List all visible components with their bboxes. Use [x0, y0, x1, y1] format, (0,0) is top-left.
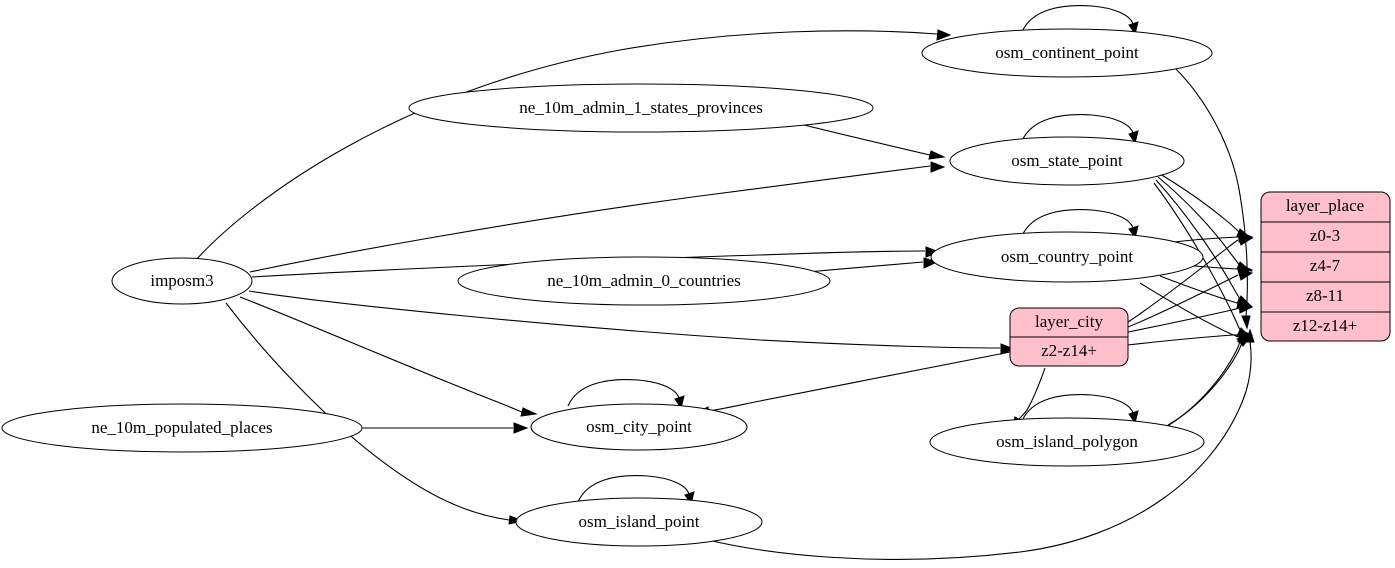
- node-osm-country-point-shape[interactable]: [930, 231, 1204, 283]
- edge-imposm3-to-osm-city-point: [239, 296, 538, 417]
- node-imposm3-shape[interactable]: [111, 257, 253, 305]
- edge-layer-city-to-osm-city-point: [693, 351, 1011, 417]
- edge-imposm3-to-layer-city: [248, 290, 1016, 355]
- node-osm-continent-point-label: osm_continent_point: [995, 43, 1139, 62]
- edge-osm-state-point-self-loop: [1021, 114, 1139, 145]
- edge-imposm3-to-osm-continent-point: [195, 29, 952, 261]
- node-ne-states-shape[interactable]: [408, 83, 874, 133]
- node-ne-10m-admin-0-countries[interactable]: ne_10m_admin_0_countries: [457, 256, 831, 306]
- node-layer: imposm3 ne_10m_admin_1_states_provinces …: [1, 28, 1391, 547]
- node-osm-country-point-label: osm_country_point: [1001, 247, 1133, 266]
- layer-city-row-z2-z14[interactable]: z2-z14+: [1041, 341, 1097, 360]
- layer-city-title: layer_city: [1035, 312, 1103, 331]
- node-osm-island-polygon[interactable]: osm_island_polygon: [929, 417, 1205, 467]
- node-osm-state-point-label: osm_state_point: [1011, 151, 1123, 170]
- edge-ne-states-to-osm-state-point: [799, 123, 946, 160]
- node-ne-populated-label: ne_10m_populated_places: [91, 418, 272, 437]
- node-ne-countries-label: ne_10m_admin_0_countries: [547, 271, 741, 290]
- edge-osm-continent-point-self-loop: [1021, 5, 1139, 36]
- edge-osm-city-point-self-loop: [567, 379, 685, 410]
- node-osm-continent-point-shape[interactable]: [921, 28, 1213, 78]
- edge-layer-city-to-layer-place-z0: [1127, 235, 1254, 323]
- node-osm-continent-point[interactable]: osm_continent_point: [921, 28, 1213, 78]
- edge-osm-island-polygon-self-loop: [1021, 394, 1139, 425]
- edge-osm-continent-point-to-layer-place-z12: [1174, 67, 1251, 330]
- node-osm-island-point[interactable]: osm_island_point: [515, 497, 763, 547]
- node-ne-countries-shape[interactable]: [457, 256, 831, 306]
- layer-place-row-z8-11[interactable]: z8-11: [1306, 286, 1344, 305]
- node-osm-city-point-shape[interactable]: [530, 403, 748, 451]
- node-ne-10m-admin-1-states-provinces[interactable]: ne_10m_admin_1_states_provinces: [408, 83, 874, 133]
- node-osm-island-point-label: osm_island_point: [579, 512, 700, 531]
- node-osm-city-point-label: osm_city_point: [586, 417, 692, 436]
- node-osm-city-point[interactable]: osm_city_point: [530, 403, 748, 451]
- node-osm-state-point[interactable]: osm_state_point: [949, 136, 1185, 186]
- edge-layer-city-to-layer-place-z4: [1127, 269, 1254, 328]
- node-osm-country-point[interactable]: osm_country_point: [930, 231, 1204, 283]
- edge-imposm3-to-osm-state-point: [249, 161, 946, 273]
- node-layer-place[interactable]: layer_place z0-3 z4-7 z8-11 z12-z14+: [1260, 191, 1391, 342]
- node-osm-island-point-shape[interactable]: [515, 497, 763, 547]
- layer-place-title: layer_place: [1286, 196, 1364, 215]
- node-layer-city[interactable]: layer_city z2-z14+: [1009, 307, 1129, 367]
- node-osm-state-point-shape[interactable]: [949, 136, 1185, 186]
- node-ne-states-label: ne_10m_admin_1_states_provinces: [519, 98, 763, 117]
- node-osm-island-polygon-label: osm_island_polygon: [996, 432, 1138, 451]
- edge-osm-island-point-to-layer-place-z12: [689, 328, 1255, 560]
- edge-layer-city-to-layer-place-z8: [1127, 303, 1254, 333]
- edge-layer-city-to-layer-place-z12: [1127, 329, 1254, 346]
- edge-osm-island-polygon-to-layer-place-z12: [1163, 335, 1253, 429]
- layer-place-row-z0-3[interactable]: z0-3: [1310, 226, 1340, 245]
- layer-place-row-z4-7[interactable]: z4-7: [1310, 256, 1341, 275]
- node-imposm3[interactable]: imposm3: [111, 257, 253, 305]
- edge-layer: [195, 5, 1255, 560]
- node-imposm3-label: imposm3: [150, 271, 213, 290]
- edge-ne-countries-to-osm-country-point: [807, 257, 939, 273]
- node-ne-populated-shape[interactable]: [1, 403, 363, 453]
- node-ne-10m-populated-places[interactable]: ne_10m_populated_places: [1, 403, 363, 453]
- node-osm-island-polygon-shape[interactable]: [929, 417, 1205, 467]
- layer-place-box[interactable]: [1260, 191, 1391, 342]
- edge-ne-populated-to-osm-city-point: [362, 422, 529, 434]
- layer-place-row-z12-z14[interactable]: z12-z14+: [1293, 316, 1357, 335]
- edge-osm-island-polygon-to-layer-place-z12-alt: [1167, 342, 1243, 426]
